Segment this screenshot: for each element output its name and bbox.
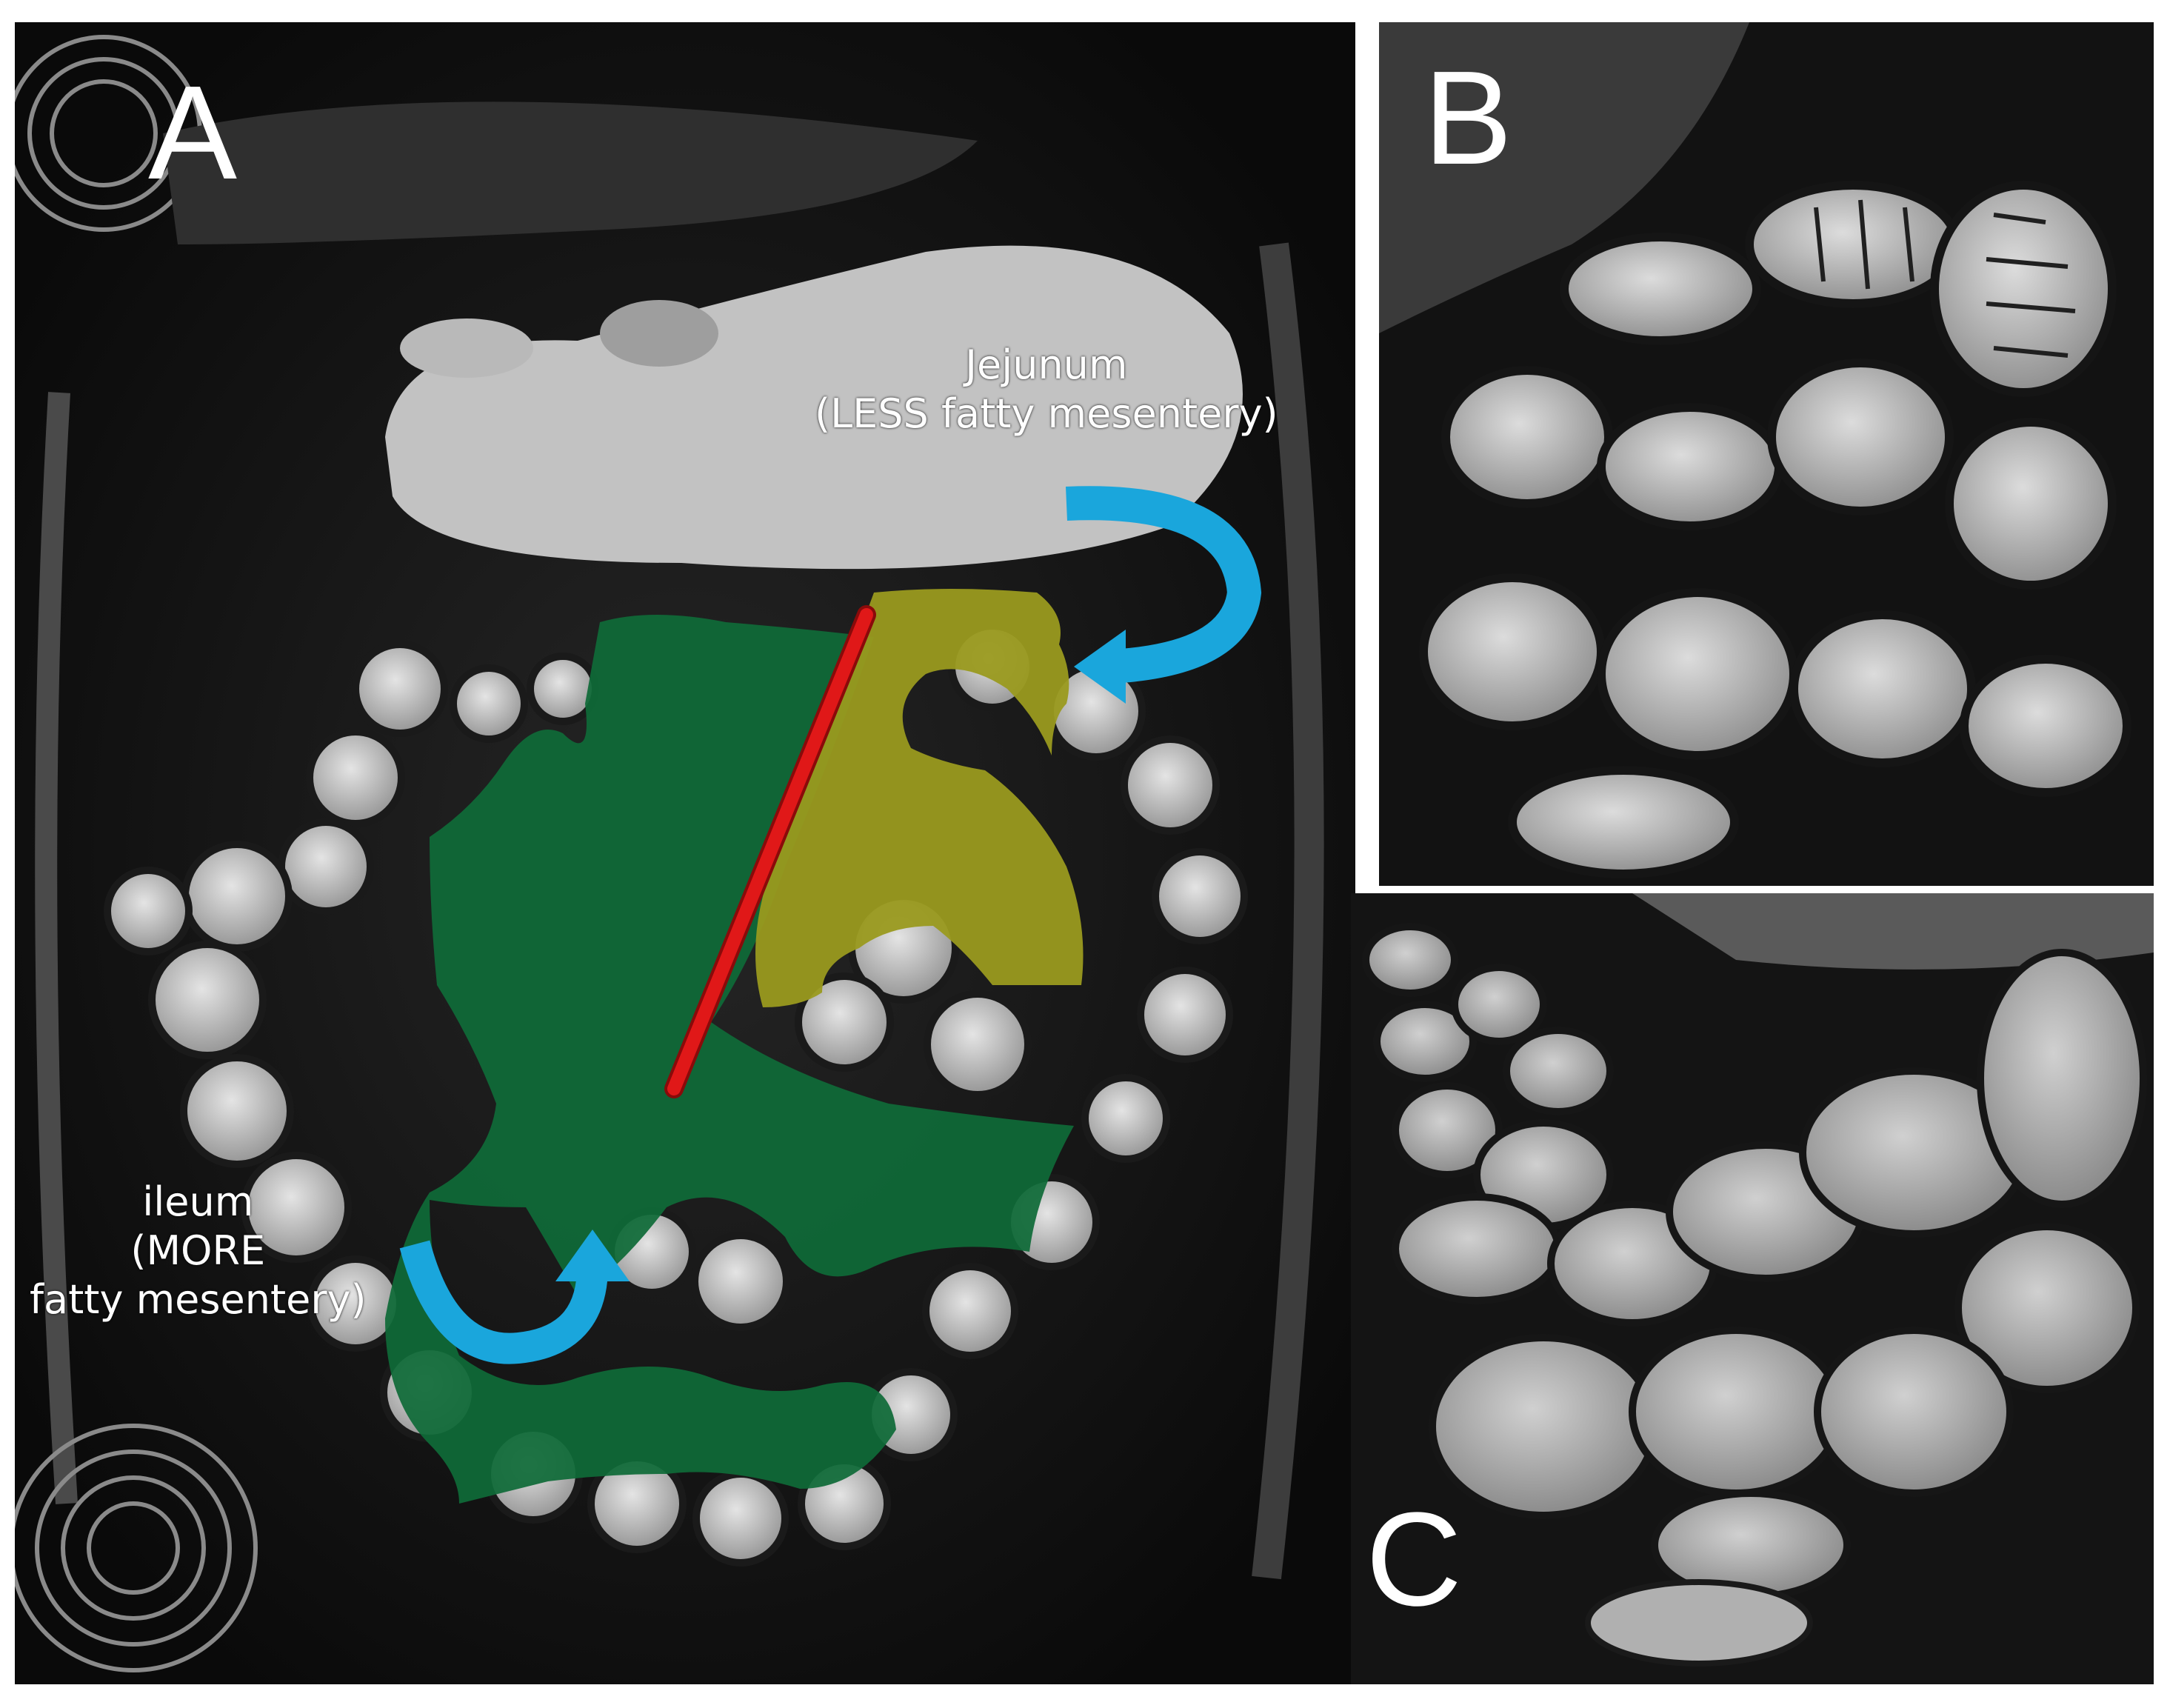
- annotation-ileum-line2: (MORE: [130, 1227, 266, 1274]
- artefact-rings: [15, 35, 258, 1672]
- mri-jejunum-image: [1379, 22, 2154, 886]
- panel-label-c: C: [1366, 1485, 1462, 1634]
- annotation-jejunum-line1: Jejunum: [965, 341, 1128, 388]
- panel-label-b: B: [1423, 44, 1513, 193]
- panel-b-mri: B: [1379, 22, 2154, 886]
- annotation-jejunum: Jejunum (LESS fatty mesentery): [815, 341, 1278, 438]
- root-of-mesentery-line: [667, 608, 873, 1095]
- curved-arrow-icon: [399, 1230, 630, 1364]
- annotation-jejunum-line2: (LESS fatty mesentery): [815, 390, 1278, 437]
- curved-arrow-icon: [1066, 486, 1262, 704]
- panel-a-mri: A Jejunum (LESS fatty mesentery) ileum (…: [15, 22, 1355, 1684]
- panel-label-a: A: [148, 59, 238, 207]
- ileal-loops: [1362, 923, 2147, 1601]
- stomach: [385, 245, 1243, 570]
- ileal-mesentery-overlay: [385, 615, 1074, 1504]
- mri-ileum-image: [1351, 893, 2154, 1684]
- panel-c-mri: C: [1351, 893, 2154, 1684]
- annotation-ileum-line3: fatty mesentery): [30, 1275, 367, 1323]
- valvulae-folds: [1814, 199, 2076, 358]
- annotation-ileum: ileum (MORE fatty mesentery): [30, 1178, 367, 1324]
- bladder: [1585, 1579, 1813, 1667]
- annotation-ileum-line1: ileum: [142, 1178, 254, 1225]
- mri-coronal-image: [15, 22, 1355, 1684]
